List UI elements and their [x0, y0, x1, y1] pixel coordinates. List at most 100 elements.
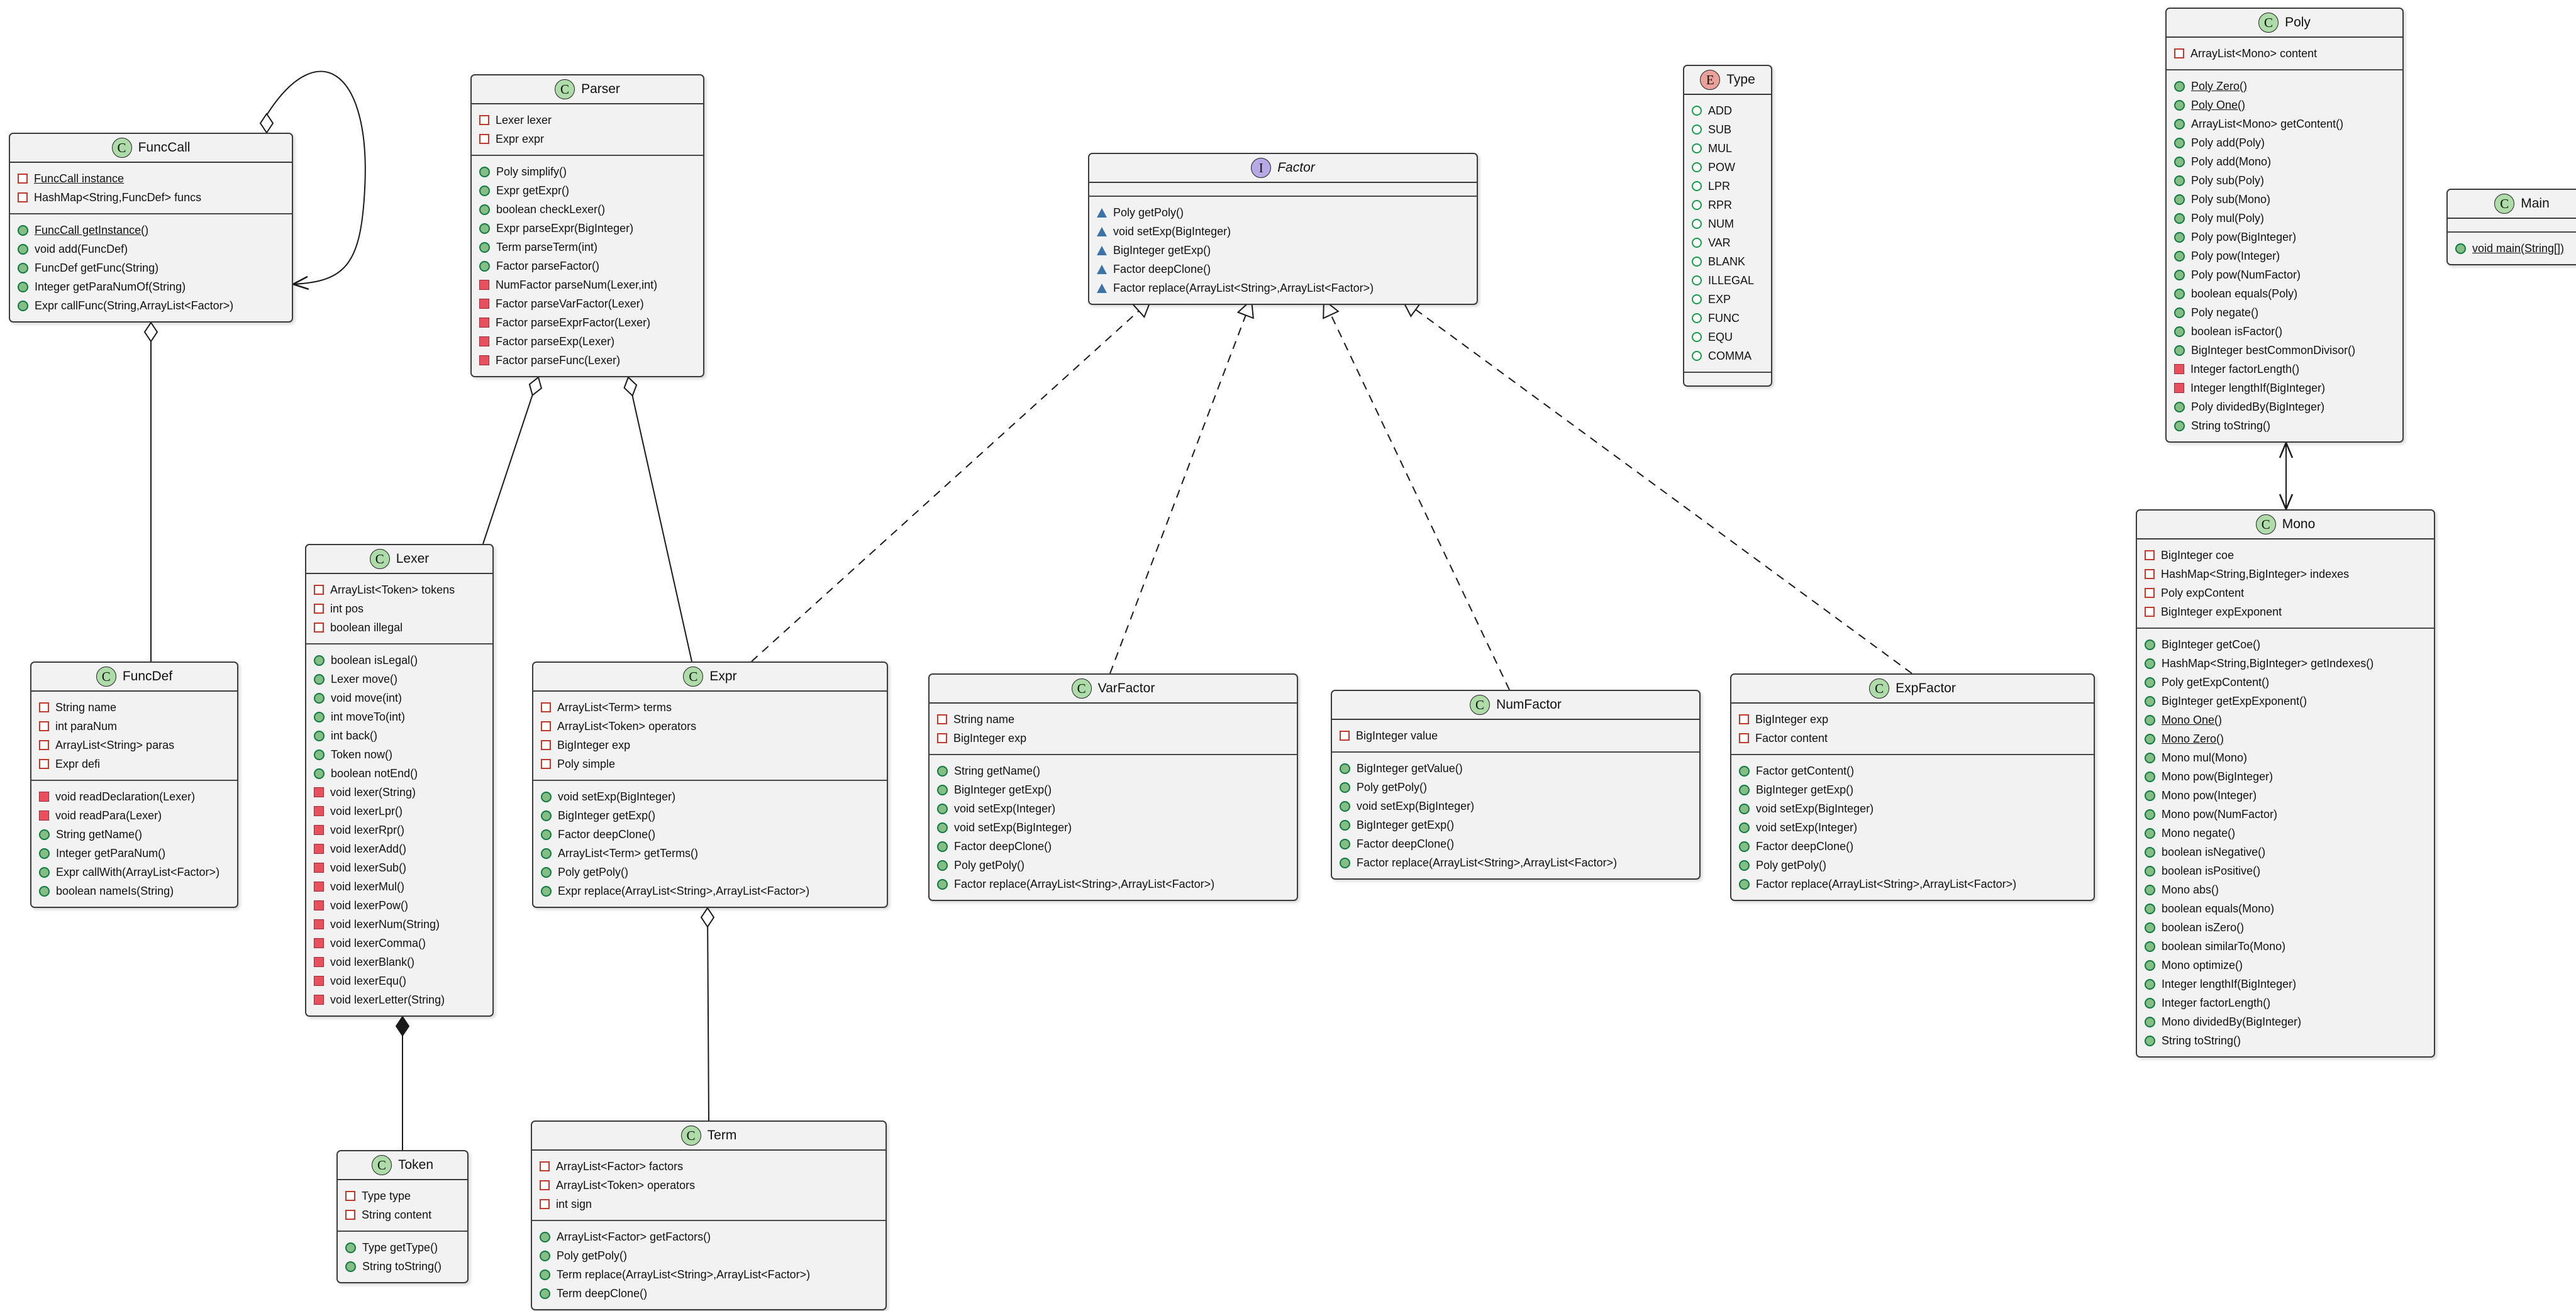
public-visibility-icon: [2145, 846, 2155, 858]
methods-section: Factor getContent()BigInteger getExp()vo…: [1731, 755, 2094, 900]
public-visibility-icon: [2174, 137, 2185, 148]
class-stereotype-icon: C: [371, 1155, 392, 1175]
member-row: Poly dividedBy(BigInteger): [2174, 397, 2395, 416]
public-visibility-icon: [2174, 307, 2185, 318]
member-label: Poly expContent: [2161, 586, 2245, 599]
member-label: FuncDef getFunc(String): [35, 261, 159, 274]
member-row: EXP: [1692, 290, 1763, 309]
private-visibility-icon: [314, 844, 324, 854]
member-row: boolean illegal: [314, 618, 485, 637]
public-visibility-icon: [2145, 922, 2155, 933]
member-label: void lexerLetter(String): [330, 993, 445, 1006]
public-visibility-icon: [1739, 784, 1750, 795]
member-row: ArrayList<Factor> getFactors(): [540, 1227, 878, 1246]
member-row: BLANK: [1692, 252, 1763, 271]
member-label: Integer factorLength(): [2162, 996, 2271, 1009]
member-row: BigInteger coe: [2145, 546, 2426, 565]
member-row: ArrayList<Term> getTerms(): [541, 844, 879, 863]
class-stereotype-icon: C: [680, 1126, 701, 1146]
public-visibility-icon: [2174, 175, 2185, 186]
field-visibility-icon: [479, 134, 489, 144]
member-label: void setExp(BigInteger): [558, 790, 676, 803]
member-row: Mono dividedBy(BigInteger): [2145, 1012, 2426, 1031]
field-visibility-icon: [541, 702, 551, 712]
member-row: Poly negate(): [2174, 303, 2395, 322]
member-label: Poly dividedBy(BigInteger): [2191, 400, 2325, 413]
member-row: BigInteger getExp(): [1340, 816, 1692, 834]
member-row: Factor parseExprFactor(Lexer): [479, 313, 696, 332]
member-label: ArrayList<Token> tokens: [330, 583, 455, 596]
member-label: void setExp(Integer): [954, 802, 1056, 815]
member-row: Integer getParaNumOf(String): [18, 277, 284, 296]
field-visibility-icon: [314, 585, 324, 595]
member-row: void setExp(BigInteger): [541, 787, 879, 806]
member-row: Factor getContent(): [1739, 761, 2086, 780]
funccall-self-aggregation-diamond-open: [259, 113, 274, 134]
member-label: Factor deepClone(): [954, 839, 1052, 853]
member-row: Poly mul(Poly): [2174, 209, 2395, 228]
public-visibility-icon: [39, 829, 50, 840]
member-label: ArrayList<Term> terms: [557, 700, 672, 714]
member-label: boolean similarTo(Mono): [2162, 939, 2286, 953]
private-visibility-icon: [314, 900, 324, 910]
enum-visibility-icon: [1692, 181, 1702, 191]
methods-section: Poly Zero()Poly One()ArrayList<Mono> get…: [2167, 70, 2402, 441]
member-row: Lexer move(): [314, 670, 485, 689]
private-visibility-icon: [314, 957, 324, 967]
public-visibility-icon: [540, 1231, 550, 1242]
member-row: Expr replace(ArrayList<String>,ArrayList…: [541, 882, 879, 900]
member-label: void lexerMul(): [330, 880, 405, 893]
field-visibility-icon: [937, 733, 947, 743]
member-label: BigInteger expExponent: [2161, 605, 2282, 618]
member-label: Factor replace(ArrayList<String>,ArrayLi…: [1113, 281, 1374, 294]
member-row: Type type: [345, 1187, 460, 1205]
public-visibility-icon: [2174, 231, 2185, 243]
member-label: Factor replace(ArrayList<String>,ArrayLi…: [954, 877, 1215, 890]
public-visibility-icon: [2145, 714, 2155, 726]
private-visibility-icon: [39, 792, 49, 802]
public-visibility-icon: [540, 1269, 550, 1280]
member-label: void setExp(BigInteger): [1357, 799, 1475, 812]
member-label: ArrayList<Factor> factors: [556, 1159, 684, 1173]
field-visibility-icon: [2145, 569, 2155, 579]
private-visibility-icon: [314, 825, 324, 835]
member-row: void setExp(BigInteger): [1340, 797, 1692, 816]
public-visibility-icon: [937, 841, 948, 852]
member-label: Mono Zero(): [2162, 732, 2224, 745]
class-stereotype-icon: C: [111, 138, 132, 158]
public-visibility-icon: [2145, 997, 2155, 1009]
member-label: Mono abs(): [2162, 883, 2219, 896]
member-label: void readPara(Lexer): [55, 809, 162, 822]
enum-stereotype-icon: E: [1700, 70, 1721, 90]
class-name: Parser: [581, 82, 620, 96]
private-visibility-icon: [479, 355, 489, 365]
member-row: int paraNum: [39, 717, 230, 736]
class-name: Poly: [2285, 15, 2311, 30]
public-visibility-icon: [2145, 752, 2155, 763]
member-row: void lexerSub(): [314, 858, 485, 877]
public-visibility-icon: [541, 848, 552, 859]
class-name: ExpFactor: [1896, 681, 1956, 695]
public-visibility-icon: [937, 803, 948, 814]
member-row: boolean similarTo(Mono): [2145, 937, 2426, 956]
public-visibility-icon: [1340, 800, 1350, 812]
public-visibility-icon: [2455, 243, 2466, 254]
methods-section: [1684, 373, 1771, 385]
class-stereotype-icon: C: [1869, 678, 1890, 699]
public-visibility-icon: [479, 204, 490, 215]
member-row: Token now(): [314, 745, 485, 764]
member-row: Mono optimize(): [2145, 956, 2426, 975]
member-label: NUM: [1708, 217, 1734, 230]
public-visibility-icon: [2174, 80, 2185, 92]
member-row: Poly getPoly(): [541, 863, 879, 882]
enum-visibility-icon: [1692, 219, 1702, 229]
member-label: BigInteger getExpExponent(): [2162, 694, 2307, 707]
class-stereotype-icon: C: [2258, 13, 2279, 33]
member-label: HashMap<String,BigInteger> indexes: [2161, 567, 2350, 580]
member-row: Expr getExpr(): [479, 181, 696, 200]
public-visibility-icon: [1340, 857, 1350, 868]
